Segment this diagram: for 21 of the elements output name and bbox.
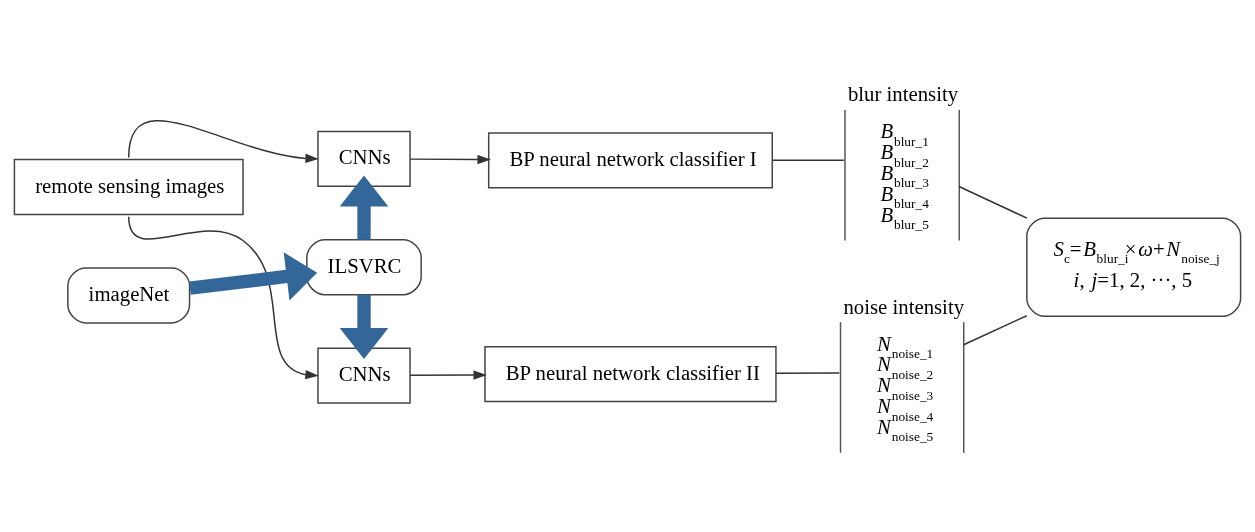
arrow (127, 119, 319, 163)
arrow (409, 154, 491, 164)
node-box: BP neural network classifier II (484, 345, 777, 402)
node-text: noise intensity N$_{noise_1}$ N$_{noise_2}$ N$_{noise_3}$ N$_{noise_4}$ N$_{noise_5}$ (843, 294, 965, 444)
arrow (127, 215, 319, 379)
node-box: ILSVRC (306, 238, 422, 295)
node-box: CNNs (317, 346, 411, 404)
node-box: remote sensing images (13, 158, 244, 215)
node-box: BP neural network classifier I (487, 131, 773, 189)
connector (958, 185, 1028, 219)
node-box: CNNs (317, 130, 411, 187)
arrow (339, 175, 389, 240)
arrow (189, 251, 318, 301)
arrow (409, 369, 487, 380)
connector (962, 314, 1028, 346)
node-box: imageNet (67, 266, 191, 324)
connector (775, 371, 841, 374)
connector (771, 159, 845, 161)
node-box: S$_{c}$=B$_{blur_i}$×ω+N$_{noise_j}$ i, j=1, 2, ···, 5 (1026, 217, 1242, 317)
arrow (339, 294, 389, 359)
node-text: blur intensity B$_{blur_1}$ B$_{blur_2}$ B$_{blur_3}$ B$_{blur_4}$ B$_{blur_5}$ (847, 81, 959, 232)
